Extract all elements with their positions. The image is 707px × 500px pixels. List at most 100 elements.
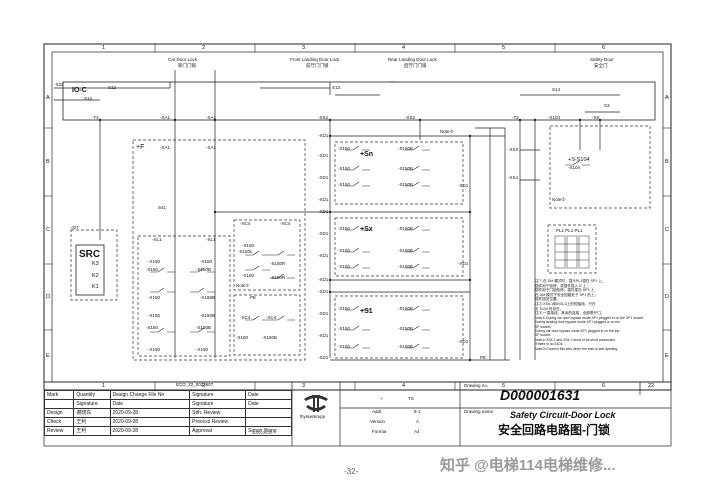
component-label: -S150	[338, 344, 351, 349]
component-label: -XD1	[318, 311, 329, 316]
component-label: -XL1	[206, 237, 216, 242]
component-label: -X160	[242, 273, 255, 278]
component-label: -J27	[70, 225, 79, 230]
component-label: -T2	[512, 115, 519, 120]
component-label: -S150L	[238, 249, 253, 254]
company-name: thyssenkrupp	[300, 414, 325, 419]
tb-date: 2020-09-28	[109, 417, 191, 427]
ts-mark: TS	[408, 396, 414, 401]
note-ref: Note③	[440, 129, 454, 134]
tb-header-change: Design Change File No.	[109, 390, 191, 400]
component-label: -S150	[338, 146, 351, 151]
tb-header-date: Date	[245, 390, 292, 400]
component-label: -S150R	[270, 261, 286, 266]
component-label: PE	[250, 295, 257, 300]
component-label: -S150	[146, 325, 159, 330]
drawing-no-label: Drawing no.	[464, 383, 489, 388]
component-label: -X104	[548, 115, 561, 120]
component-label: -S150B	[398, 182, 414, 187]
component-label: -X160	[236, 335, 249, 340]
component-label: S12	[84, 96, 93, 101]
component-label: -XD1	[318, 289, 329, 294]
component-label: S13	[332, 85, 341, 90]
version-label: Version	[370, 419, 386, 424]
component-label: -XC4	[240, 221, 251, 226]
row-letter: C	[46, 227, 50, 233]
component-label: -X22	[54, 82, 64, 87]
group-label: +Sx	[360, 226, 373, 233]
tb-approver: Simon Wang	[245, 426, 292, 436]
tb-role: Review	[43, 426, 75, 436]
row-letter: D	[665, 294, 669, 300]
component-label: -XD1	[318, 197, 329, 202]
component-label: -XC4	[266, 315, 277, 320]
note-line-en: Note②:XS4-1 and XS4-3 short of be short …	[535, 337, 616, 342]
section-title-cn: 后厅门门锁	[404, 63, 427, 68]
component-label: -XD1	[318, 333, 329, 338]
component-label: -S150B	[398, 326, 414, 331]
component-label: -XA1	[160, 115, 171, 120]
component-label: -X150	[148, 295, 161, 300]
component-label: -S150B	[398, 226, 414, 231]
addr-label: Addr.	[372, 409, 383, 414]
component-label: -XS2	[405, 115, 416, 120]
tb-approve-date: 2020-09-29	[252, 430, 273, 435]
row-letter: E	[46, 353, 50, 359]
component-label: -X160B	[262, 335, 278, 340]
version-value: A	[416, 419, 420, 424]
section-title-cn: 前厅门门锁	[306, 63, 329, 68]
note-line-cn: 插件插至位置。	[535, 297, 561, 302]
tb-header-signature: Signature	[189, 390, 247, 400]
component-label: -XD1	[458, 339, 469, 344]
component-label: -XA1	[206, 145, 217, 150]
section-title-en: Safety Door	[590, 57, 614, 62]
section-title-en: Front Landing Door Lock	[290, 57, 340, 62]
row-letter: B	[665, 159, 669, 165]
component-label: -XD1	[318, 153, 329, 158]
watermark: 知乎 @电梯114电梯维修...	[440, 457, 616, 474]
note-line-cn: 注①:在 DM 模式时，插头PL1插在 SP1 上，	[535, 279, 606, 283]
component-label: -XD1	[318, 133, 329, 138]
column-number: 4	[402, 383, 406, 389]
column-number: 4	[402, 45, 406, 51]
tb-role: Design	[43, 408, 75, 418]
component-label: -XL1	[152, 237, 162, 242]
note-line-en: if there is no S104.	[535, 342, 564, 347]
section-title-en: Rear Landing Door Lock	[388, 57, 437, 62]
row-letter: C	[665, 227, 669, 233]
component-label: -XC4	[280, 221, 291, 226]
component-label: -S150	[338, 182, 351, 187]
component-label: -S150B	[398, 146, 414, 151]
notes-block: 注①:在 DM 模式时，插头PL1插在 SP1 上， 插件用于检修，或插件插入 …	[535, 279, 660, 352]
drawing-number: D000001631	[500, 387, 581, 403]
tb-name: 王利	[73, 426, 111, 436]
note-ref: Note②	[552, 197, 566, 202]
tb-name: 王利	[73, 417, 111, 427]
component-label: -S150B	[196, 325, 212, 330]
column-number: 1	[102, 45, 106, 51]
note-line-en: Note①:During car door bypass mode,XP1 pl…	[535, 315, 644, 320]
logo-mark-icon	[304, 395, 328, 412]
note-line-cn: 插件用于检修，或插件插入 D 上，	[535, 283, 590, 288]
component-label: -XD1	[318, 175, 329, 180]
component-label: -XS4	[508, 175, 519, 180]
addr-value: 8-1	[414, 409, 421, 414]
group-label: +S-S104	[568, 157, 590, 163]
row-letter: D	[46, 294, 50, 300]
tb-header-date: Date	[245, 399, 292, 409]
tb-date: 2020-09-28	[109, 426, 191, 436]
component-label: -S150B	[398, 166, 414, 171]
sheet-number: 22	[648, 383, 655, 389]
column-number: 3	[302, 45, 306, 51]
note-line-cn: 插件用于门锁检修，插件插在 SP1 上 ，	[535, 288, 599, 293]
src-contact: K1	[92, 284, 99, 290]
tb-header-mark: Mark	[43, 390, 75, 400]
component-label: S41	[158, 205, 167, 210]
component-label: -S150R	[270, 275, 286, 280]
src-label: SRC	[79, 249, 101, 260]
component-label: -S150	[338, 226, 351, 231]
tb-action: Approval	[189, 426, 247, 436]
component-label: -X160B	[200, 295, 216, 300]
component-label: -S150B	[398, 248, 414, 253]
